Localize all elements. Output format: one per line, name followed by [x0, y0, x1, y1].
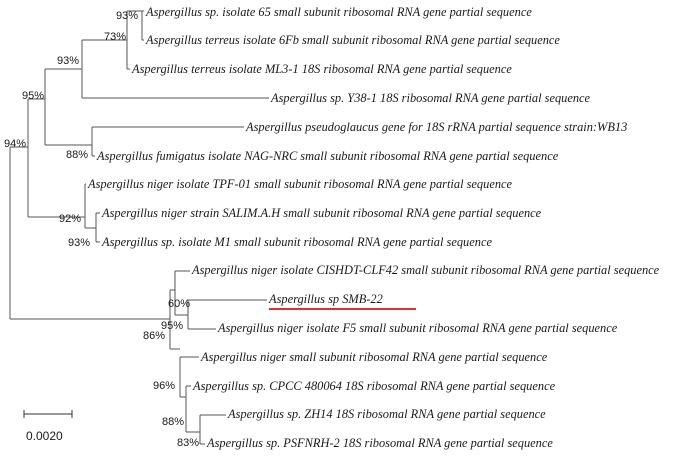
- scale-bar: 0.0020: [23, 410, 73, 443]
- taxon-label: Aspergillus niger small subunit ribosoma…: [200, 350, 548, 364]
- taxon-label: Aspergillus sp. Y38-1 18S ribosomal RNA …: [270, 91, 591, 105]
- taxon-label: Aspergillus sp. PSFNRH-2 18S ribosomal R…: [206, 436, 553, 450]
- bootstrap-value: 83%: [177, 437, 199, 449]
- bootstrap-value: 88%: [66, 149, 88, 161]
- bootstrap-value: 92%: [59, 213, 81, 225]
- taxon-label: Aspergillus sp. CPCC 480064 18S ribosoma…: [192, 379, 556, 393]
- bootstrap-value: 88%: [162, 416, 184, 428]
- taxon-label: Aspergillus niger isolate TPF-01 small s…: [87, 177, 513, 191]
- taxon-label: Aspergillus niger isolate F5 small subun…: [217, 321, 618, 335]
- taxon-label: Aspergillus pseudoglaucus gene for 18S r…: [245, 120, 627, 134]
- bootstrap-labels: 93% 73% 93% 95% 94% 88% 92% 93% 60% 95% …: [4, 10, 199, 449]
- bootstrap-value: 95%: [161, 320, 183, 332]
- bootstrap-value: 86%: [143, 330, 165, 342]
- scale-bar-label: 0.0020: [26, 429, 63, 443]
- taxon-label: Aspergillus terreus isolate 6Fb small su…: [145, 33, 560, 47]
- taxon-label: Aspergillus sp. isolate 65 small subunit…: [145, 5, 532, 19]
- bootstrap-value: 93%: [57, 55, 79, 67]
- taxon-label: Aspergillus niger isolate CISHDT-CLF42 s…: [191, 263, 660, 277]
- bootstrap-value: 73%: [104, 31, 126, 43]
- bootstrap-value: 93%: [116, 10, 138, 22]
- taxon-label: Aspergillus sp. ZH14 18S ribosomal RNA g…: [227, 407, 546, 421]
- taxon-label: Aspergillus sp. isolate M1 small subunit…: [101, 235, 492, 249]
- bootstrap-value: 60%: [168, 298, 190, 310]
- taxon-label: Aspergillus niger strain SALIM.A.H small…: [101, 206, 542, 220]
- bootstrap-value: 94%: [4, 138, 26, 150]
- taxon-label: Aspergillus terreus isolate ML3-1 18S ri…: [131, 62, 512, 76]
- highlighted-taxon-label: Aspergillus sp SMB-22: [268, 292, 383, 306]
- tree-branches: [9, 10, 269, 445]
- bootstrap-value: 96%: [153, 380, 175, 392]
- bootstrap-value: 93%: [68, 237, 90, 249]
- taxon-labels: Aspergillus sp. isolate 65 small subunit…: [87, 5, 660, 450]
- taxon-label: Aspergillus fumigatus isolate NAG-NRC sm…: [96, 149, 559, 163]
- bootstrap-value: 95%: [22, 90, 44, 102]
